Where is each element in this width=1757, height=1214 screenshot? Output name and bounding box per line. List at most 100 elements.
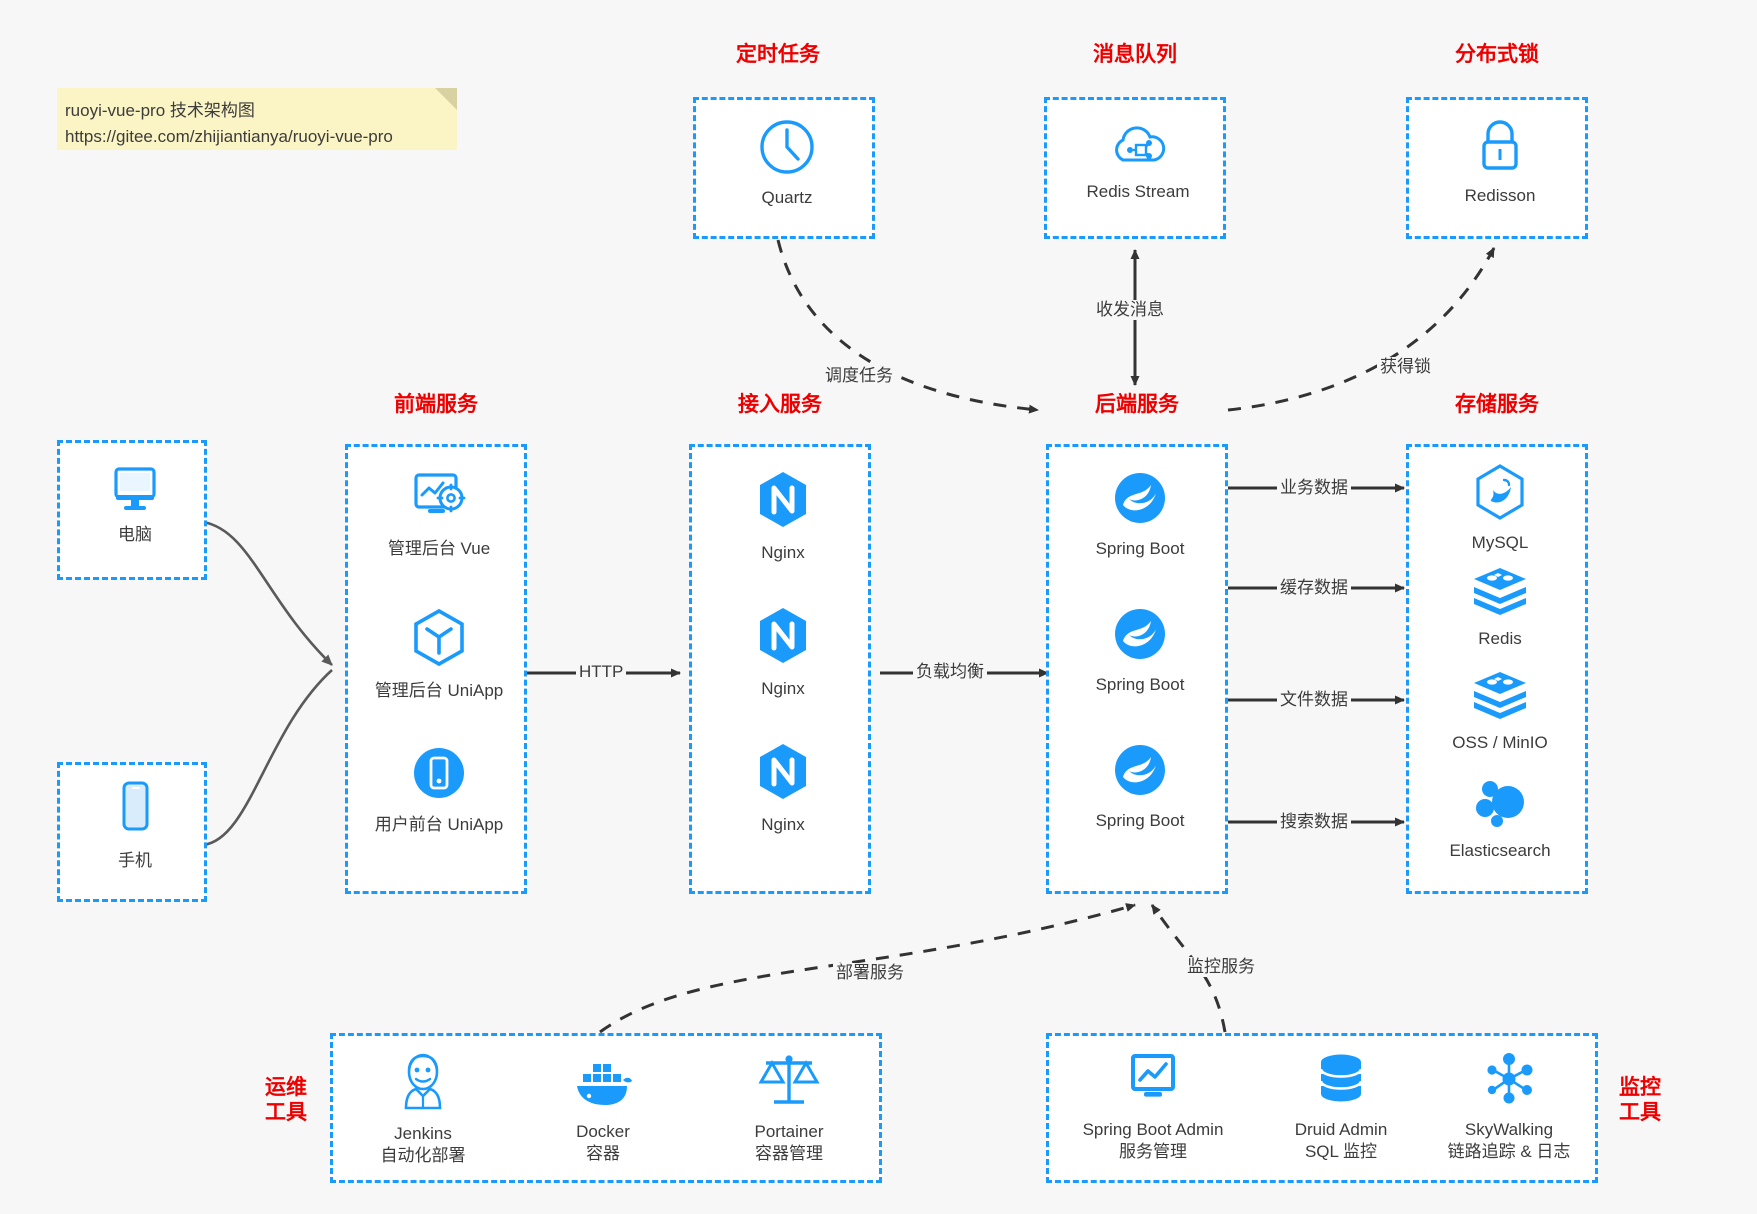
nginx-icon bbox=[754, 605, 812, 672]
group-client-mobile: 手机 bbox=[57, 762, 207, 902]
node-label-admin-vue: 管理后台 Vue bbox=[387, 539, 491, 558]
group-scheduled-task: Quartz bbox=[693, 97, 875, 239]
node-docker[interactable]: Docker 容器 bbox=[523, 1056, 683, 1165]
node-jenkins[interactable]: Jenkins 自动化部署 bbox=[343, 1050, 503, 1167]
group-gateway: Nginx Nginx Nginx bbox=[689, 444, 871, 894]
edge-label-search-data: 搜索数据 bbox=[1277, 812, 1351, 832]
group-monitoring: Spring Boot Admin 服务管理 D bbox=[1046, 1033, 1598, 1183]
node-label-spring-boot-3: Spring Boot bbox=[1095, 811, 1185, 830]
group-title-devops: 运维 工具 bbox=[258, 1075, 314, 1125]
group-storage: MySQL Redis bbox=[1406, 444, 1588, 894]
group-client-desktop: 电脑 bbox=[57, 440, 207, 580]
mobile-circle-icon bbox=[409, 743, 469, 808]
node-nginx-3[interactable]: Nginx bbox=[692, 741, 874, 836]
nginx-icon bbox=[754, 469, 812, 536]
mobile-phone-icon bbox=[113, 779, 157, 844]
node-label-druid-admin: Druid Admin bbox=[1294, 1120, 1388, 1139]
node-elasticsearch[interactable]: Elasticsearch bbox=[1409, 775, 1591, 862]
node-user-uniapp[interactable]: 用户前台 UniApp bbox=[348, 743, 530, 836]
edge-label-schedule-task: 调度任务 bbox=[822, 366, 896, 386]
group-title-devops-line1: 运维 bbox=[265, 1076, 307, 1099]
node-sub-spring-boot-admin: 服务管理 bbox=[1119, 1142, 1187, 1161]
monitor-chart-icon bbox=[1122, 1050, 1184, 1113]
node-label-nginx-1: Nginx bbox=[761, 543, 805, 562]
node-desktop[interactable]: 电脑 bbox=[60, 461, 210, 546]
hexagon-cube-icon bbox=[409, 607, 469, 674]
node-label-elasticsearch: Elasticsearch bbox=[1449, 841, 1551, 860]
jenkins-butler-icon bbox=[394, 1050, 452, 1117]
edge-label-load-balance: 负载均衡 bbox=[913, 662, 987, 682]
edge-label-monitor-service: 监控服务 bbox=[1184, 957, 1258, 977]
node-admin-uniapp[interactable]: 管理后台 UniApp bbox=[348, 607, 530, 702]
node-spring-boot-admin[interactable]: Spring Boot Admin 服务管理 bbox=[1053, 1050, 1253, 1163]
node-oss-minio[interactable]: OSS / MinIO bbox=[1409, 669, 1591, 754]
group-message-queue: Redis Stream bbox=[1044, 97, 1226, 239]
group-title-message-queue: 消息队列 bbox=[1093, 43, 1177, 66]
node-label-desktop: 电脑 bbox=[118, 525, 152, 544]
node-label-redisson: Redisson bbox=[1464, 186, 1536, 205]
node-label-oss-minio: OSS / MinIO bbox=[1452, 733, 1548, 752]
node-sub-skywalking: 链路追踪 & 日志 bbox=[1447, 1142, 1571, 1161]
node-admin-vue[interactable]: 管理后台 Vue bbox=[348, 469, 530, 560]
group-title-frontend: 前端服务 bbox=[394, 393, 478, 416]
group-distributed-lock: Redisson bbox=[1406, 97, 1588, 239]
node-label-mysql: MySQL bbox=[1471, 533, 1529, 552]
group-title-monitoring-line1: 监控 bbox=[1619, 1076, 1661, 1099]
node-spring-boot-1[interactable]: Spring Boot bbox=[1049, 469, 1231, 560]
group-title-backend: 后端服务 bbox=[1095, 393, 1179, 416]
docker-whale-icon bbox=[571, 1056, 635, 1115]
edge-label-http: HTTP bbox=[576, 662, 627, 682]
group-title-devops-line2: 工具 bbox=[265, 1101, 307, 1124]
node-spring-boot-2[interactable]: Spring Boot bbox=[1049, 605, 1231, 696]
elasticsearch-icon bbox=[1471, 775, 1529, 834]
edge-label-file-data: 文件数据 bbox=[1277, 690, 1351, 710]
edge-label-business-data: 业务数据 bbox=[1277, 478, 1351, 498]
spring-boot-icon bbox=[1111, 469, 1169, 532]
mysql-dolphin-icon bbox=[1471, 463, 1529, 526]
edge-label-cache-data: 缓存数据 bbox=[1277, 578, 1351, 598]
node-label-spring-boot-2: Spring Boot bbox=[1095, 675, 1185, 694]
node-label-admin-uniapp: 管理后台 UniApp bbox=[374, 681, 504, 700]
node-label-skywalking: SkyWalking bbox=[1464, 1120, 1554, 1139]
node-nginx-2[interactable]: Nginx bbox=[692, 605, 874, 700]
node-redis[interactable]: Redis bbox=[1409, 565, 1591, 650]
edge-mobile-to-frontend bbox=[202, 669, 333, 847]
nginx-icon bbox=[754, 741, 812, 808]
edge-schedule-task bbox=[776, 239, 1039, 414]
note-line-url: https://gitee.com/zhijiantianya/ruoyi-vu… bbox=[65, 127, 393, 146]
node-redisson[interactable]: Redisson bbox=[1409, 116, 1591, 207]
group-title-monitoring-line2: 工具 bbox=[1619, 1101, 1661, 1124]
node-sub-jenkins: 自动化部署 bbox=[380, 1146, 466, 1165]
node-portainer[interactable]: Portainer 容器管理 bbox=[703, 1050, 875, 1165]
group-backend: Spring Boot Spring Boot Spring Boot bbox=[1046, 444, 1228, 894]
node-quartz[interactable]: Quartz bbox=[696, 118, 878, 209]
node-nginx-1[interactable]: Nginx bbox=[692, 469, 874, 564]
node-druid-admin[interactable]: Druid Admin SQL 监控 bbox=[1261, 1050, 1421, 1163]
note-fold-corner bbox=[435, 88, 457, 110]
node-skywalking[interactable]: SkyWalking 链路追踪 & 日志 bbox=[1421, 1050, 1597, 1163]
padlock-icon bbox=[1472, 116, 1528, 179]
edge-label-acquire-lock: 获得锁 bbox=[1377, 357, 1434, 377]
group-devops: Jenkins 自动化部署 Docker 容器 bbox=[330, 1033, 882, 1183]
spring-boot-icon bbox=[1111, 605, 1169, 668]
node-label-spring-boot-admin: Spring Boot Admin bbox=[1082, 1120, 1224, 1139]
node-label-nginx-3: Nginx bbox=[761, 815, 805, 834]
node-label-user-uniapp: 用户前台 UniApp bbox=[374, 815, 504, 834]
node-spring-boot-3[interactable]: Spring Boot bbox=[1049, 741, 1231, 832]
group-title-monitoring: 监控 工具 bbox=[1612, 1075, 1668, 1125]
node-label-jenkins: Jenkins bbox=[394, 1124, 452, 1143]
edge-label-send-receive-message: 收发消息 bbox=[1093, 300, 1167, 320]
clock-icon bbox=[758, 118, 816, 181]
node-mysql[interactable]: MySQL bbox=[1409, 463, 1591, 554]
group-title-distributed-lock: 分布式锁 bbox=[1455, 43, 1539, 66]
node-label-nginx-2: Nginx bbox=[761, 679, 805, 698]
desktop-computer-icon bbox=[106, 461, 164, 518]
node-label-redis: Redis bbox=[1478, 629, 1522, 648]
redis-stack-icon bbox=[1470, 669, 1530, 726]
node-label-docker: Docker bbox=[576, 1122, 630, 1141]
node-label-portainer: Portainer bbox=[754, 1122, 824, 1141]
node-redis-stream[interactable]: Redis Stream bbox=[1047, 118, 1229, 203]
node-mobile[interactable]: 手机 bbox=[60, 779, 210, 872]
spring-boot-icon bbox=[1111, 741, 1169, 804]
